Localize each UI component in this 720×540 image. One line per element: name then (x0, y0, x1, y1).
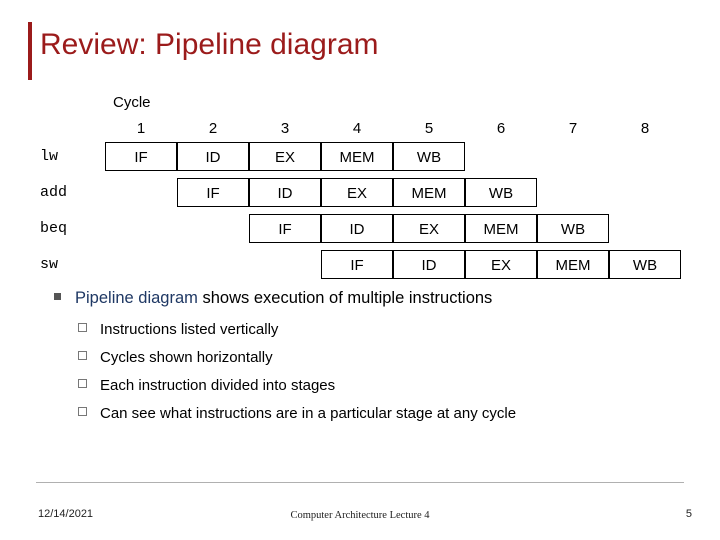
cell-add-cycle3: ID (249, 178, 321, 207)
bullet-sub-3-label: Each instruction divided into stages (100, 377, 336, 394)
row-label-sw: sw (40, 256, 59, 273)
cell-add-cycle5: MEM (393, 178, 465, 207)
cycle-header-label: Cycle (113, 94, 151, 111)
bullet-sub-4: Can see what instructions are in a parti… (40, 404, 690, 423)
bullet-sub-4-label: Can see what instructions are in a parti… (100, 405, 517, 422)
column-number-5: 5 (424, 120, 434, 137)
cell-beq-cycle4: ID (321, 214, 393, 243)
cell-lw-cycle1: IF (105, 142, 177, 171)
footer-page-number: 5 (685, 508, 692, 520)
column-number-7: 7 (568, 120, 578, 137)
hollow-square-bullet-icon (78, 323, 87, 332)
cell-sw-cycle6: EX (465, 250, 537, 279)
square-bullet-icon (54, 293, 61, 300)
bullet-sub-1: Instructions listed vertically (40, 320, 690, 339)
cell-sw-cycle7: MEM (537, 250, 609, 279)
page-title: Review: Pipeline diagram (40, 28, 379, 61)
cell-add-cycle2: IF (177, 178, 249, 207)
hollow-square-bullet-icon (78, 379, 87, 388)
cell-sw-cycle4: IF (321, 250, 393, 279)
cell-beq-cycle3: IF (249, 214, 321, 243)
pipeline-diagram: Cycle 1 2 3 4 5 6 7 8 lw add beq sw IF I… (40, 94, 700, 279)
row-label-lw: lw (40, 148, 59, 165)
cell-sw-cycle5: ID (393, 250, 465, 279)
bullet-main: Pipeline diagram shows execution of mult… (40, 288, 690, 308)
hollow-square-bullet-icon (78, 351, 87, 360)
bullet-sub-3: Each instruction divided into stages (40, 376, 690, 395)
cell-add-cycle4: EX (321, 178, 393, 207)
bullet-sub-2-label: Cycles shown horizontally (100, 349, 273, 366)
cell-beq-cycle6: MEM (465, 214, 537, 243)
column-number-6: 6 (496, 120, 506, 137)
footer-date: 12/14/2021 (38, 508, 94, 520)
row-label-beq: beq (40, 220, 68, 237)
cell-lw-cycle5: WB (393, 142, 465, 171)
bullet-main-keyword: Pipeline diagram (75, 289, 198, 307)
column-number-3: 3 (280, 120, 290, 137)
bullet-sub-2: Cycles shown horizontally (40, 348, 690, 367)
cell-sw-cycle8: WB (609, 250, 681, 279)
column-number-1: 1 (136, 120, 146, 137)
row-label-add: add (40, 184, 68, 201)
cell-lw-cycle3: EX (249, 142, 321, 171)
bullet-list: Pipeline diagram shows execution of mult… (40, 288, 690, 432)
column-number-4: 4 (352, 120, 362, 137)
cell-beq-cycle7: WB (537, 214, 609, 243)
cell-add-cycle6: WB (465, 178, 537, 207)
cell-lw-cycle2: ID (177, 142, 249, 171)
bullet-main-rest: shows execution of multiple instructions (197, 289, 493, 307)
title-accent-bar (28, 22, 32, 80)
bullet-sub-1-label: Instructions listed vertically (100, 321, 279, 338)
footer-divider (36, 482, 684, 483)
footer-title: Computer Architecture Lecture 4 (290, 510, 430, 521)
cell-beq-cycle5: EX (393, 214, 465, 243)
cell-lw-cycle4: MEM (321, 142, 393, 171)
hollow-square-bullet-icon (78, 407, 87, 416)
column-number-2: 2 (208, 120, 218, 137)
column-number-8: 8 (640, 120, 650, 137)
